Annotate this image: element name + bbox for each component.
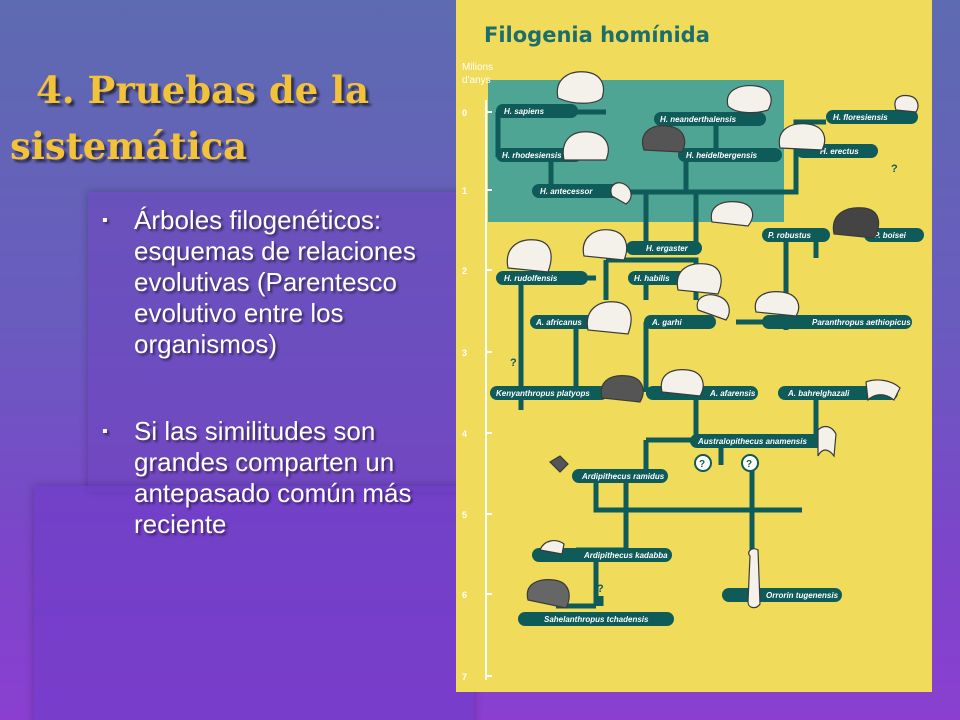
svg-text:H. erectus: H. erectus	[820, 147, 859, 156]
svg-text:H. rhodesiensis: H. rhodesiensis	[502, 151, 562, 160]
species-node-tchadensis: Sahelanthropus tchadensis	[518, 612, 674, 626]
axis-tick-2: 2	[462, 266, 467, 276]
svg-text:H. rudolfensis: H. rudolfensis	[504, 274, 558, 283]
skull-ergaster-icon	[582, 229, 628, 261]
jaw-kadabba-icon	[539, 540, 565, 555]
content-panel-lower	[34, 486, 474, 720]
svg-text:Sahelanthropus tchadensis: Sahelanthropus tchadensis	[544, 615, 649, 624]
svg-text:Orrorin tugenensis: Orrorin tugenensis	[766, 591, 839, 600]
figure-title: Filogenia homínida	[484, 23, 710, 47]
svg-text:H. antecessor: H. antecessor	[540, 187, 593, 196]
slide-title: 4. Pruebas de la sistemática	[10, 62, 450, 174]
skull-sapiens-icon	[556, 71, 605, 104]
uncertain-origin-mark: ?	[746, 459, 752, 470]
skull-boisei-icon	[832, 207, 880, 239]
species-node-neanderthalensis: H. neanderthalensis	[654, 112, 766, 126]
skull-robustus-icon	[710, 201, 754, 227]
slide-title-line-2: sistemática	[10, 124, 248, 168]
species-node-anamensis: Australopithecus anamensis	[690, 434, 830, 448]
species-node-kadabba: Ardipithecus kadabba	[532, 548, 672, 562]
svg-text:A. africanus: A. africanus	[535, 318, 582, 327]
axis-tick-3: 3	[462, 348, 467, 358]
uncertain-origin-mark: ?	[699, 459, 705, 470]
species-node-boisei: P. boisei	[864, 228, 924, 242]
axis-tick-0: 0	[462, 108, 467, 118]
svg-text:H. floresiensis: H. floresiensis	[833, 113, 888, 122]
phylogeny-figure: Filogenia homínida Milions d'anys 0 1 2 …	[456, 0, 932, 692]
species-node-antecessor: H. antecessor	[532, 184, 624, 198]
species-node-platyops: Kenyanthropus platyops	[490, 386, 608, 400]
axis-tick-6: 6	[462, 590, 467, 600]
svg-text:Ardipithecus kadabba: Ardipithecus kadabba	[583, 551, 668, 560]
skull-heidelbergensis-icon	[642, 125, 686, 153]
axis-tick-5: 5	[462, 510, 467, 520]
uncertain-link-mark: ?	[510, 357, 517, 369]
species-node-ergaster: H. ergaster	[626, 241, 702, 255]
skull-erectus-icon	[778, 123, 826, 151]
species-node-rudolfensis: H. rudolfensis	[496, 271, 588, 285]
svg-text:P. robustus: P. robustus	[768, 231, 812, 240]
bullet-item-similarities: ▪ Si las similitudes son grandes compart…	[96, 416, 456, 540]
skull-neanderthal-icon	[726, 85, 772, 114]
uncertain-link-mark: ?	[891, 163, 898, 175]
svg-text:A. garhi: A. garhi	[651, 318, 683, 327]
jaw-bahrelghazali-icon	[865, 379, 901, 402]
bones-ramidus-icon	[549, 455, 569, 473]
square-bullet-icon: ▪	[102, 423, 108, 440]
skull-garhi-icon	[696, 294, 730, 321]
svg-text:A. afarensis: A. afarensis	[709, 389, 756, 398]
bullet-list: ▪ Árboles filogenéticos: esquemas de rel…	[96, 205, 456, 540]
skull-africanus-icon	[586, 301, 632, 335]
species-node-robustus: P. robustus	[762, 228, 830, 242]
svg-text:Ardipithecus ramidus: Ardipithecus ramidus	[581, 472, 665, 481]
axis-tick-4: 4	[462, 429, 467, 439]
bullet-text: Si las similitudes son grandes comparten…	[134, 416, 412, 539]
species-node-garhi: A. garhi	[644, 315, 716, 329]
svg-text:H. heidelbergensis: H. heidelbergensis	[686, 151, 758, 160]
uncertain-link-mark: ?	[597, 583, 604, 595]
species-node-sapiens: H. sapiens	[496, 104, 578, 118]
svg-text:Kenyanthropus platyops: Kenyanthropus platyops	[496, 389, 590, 398]
species-node-aethiopicus: Paranthropus aethiopicus	[762, 315, 912, 329]
svg-text:H. sapiens: H. sapiens	[504, 107, 545, 116]
content-panel-upper	[88, 192, 468, 492]
skull-habilis-icon	[676, 263, 722, 295]
skull-rhodesiensis-icon	[562, 131, 609, 161]
skull-sahelanthropus-icon	[526, 579, 570, 609]
axis-tick-7: 7	[462, 672, 467, 682]
svg-text:H. habilis: H. habilis	[634, 274, 670, 283]
svg-text:P. boisei: P. boisei	[874, 231, 907, 240]
skull-floresiensis-icon	[894, 94, 919, 113]
skull-afarensis-icon	[660, 369, 704, 397]
species-node-tugenensis: Orrorin tugenensis	[722, 588, 842, 602]
skull-platyops-icon	[600, 375, 644, 403]
slide-title-line-1: 4. Pruebas de la	[36, 68, 370, 112]
svg-text:H. ergaster: H. ergaster	[646, 244, 689, 253]
femur-orrorin-icon	[747, 548, 761, 609]
bullet-text: Árboles filogenéticos: esquemas de relac…	[134, 205, 416, 359]
svg-text:H. neanderthalensis: H. neanderthalensis	[660, 115, 737, 124]
square-bullet-icon: ▪	[102, 212, 108, 229]
bullet-item-phylogenetic-trees: ▪ Árboles filogenéticos: esquemas de rel…	[96, 205, 456, 360]
skull-rudolfensis-icon	[506, 239, 552, 273]
jaw-anamensis-icon	[817, 425, 837, 458]
axis-tick-1: 1	[462, 186, 467, 196]
skull-aethiopicus-icon	[754, 291, 800, 317]
skull-antecessor-icon	[610, 182, 632, 205]
axis-label-years: d'anys	[462, 75, 491, 86]
phylogeny-tree-diagram: Filogenia homínida Milions d'anys 0 1 2 …	[462, 23, 924, 682]
species-node-floresiensis: H. floresiensis	[826, 110, 918, 124]
species-node-heidelbergensis: H. heidelbergensis	[678, 148, 782, 162]
svg-text:Paranthropus aethiopicus: Paranthropus aethiopicus	[812, 318, 911, 327]
svg-text:Australopithecus anamensis: Australopithecus anamensis	[697, 437, 807, 446]
svg-text:A. bahrelghazali: A. bahrelghazali	[787, 389, 850, 398]
species-node-ramidus: Ardipithecus ramidus	[572, 469, 668, 483]
axis-label-millions: Milions	[462, 62, 493, 73]
species-node-rhodesiensis: H. rhodesiensis	[496, 148, 582, 162]
